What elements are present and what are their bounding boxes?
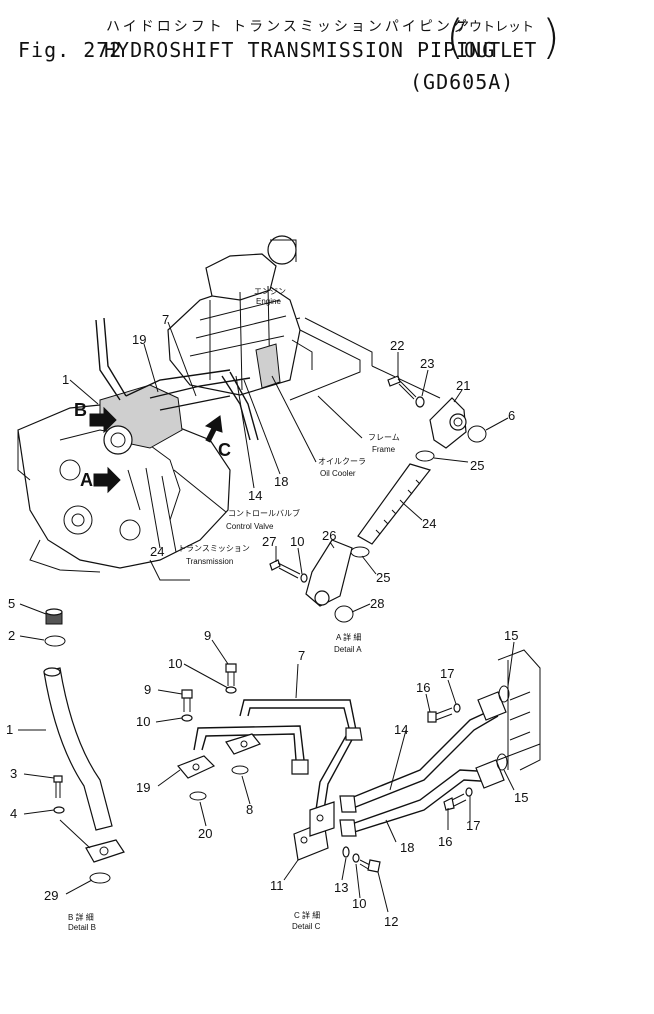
control-valve-label: Control Valve <box>226 522 274 531</box>
control-valve-label-jp: コントロールバルブ <box>228 508 300 518</box>
detail-b-illustration <box>43 608 125 884</box>
callout-21: 21 <box>456 378 470 393</box>
callout-25-lower: 25 <box>376 570 390 585</box>
callout-23: 23 <box>420 356 434 371</box>
callout-5: 5 <box>8 596 15 611</box>
figure-title: HYDROSHIFT TRANSMISSION PIPING <box>104 38 496 62</box>
callout-27: 27 <box>262 534 276 549</box>
detail-a-caption-jp: A 詳 細 <box>336 632 361 642</box>
callout-19-detail-c: 19 <box>136 780 150 795</box>
callout-1-main: 1 <box>62 372 69 387</box>
detail-c-caption: Detail C <box>292 922 321 931</box>
detail-a-caption: Detail A <box>334 645 362 654</box>
main-callout-leaders <box>69 321 363 553</box>
callout-10-lower: 10 <box>136 714 150 729</box>
right-bracket: ) <box>542 10 560 64</box>
callout-17-lower: 17 <box>466 818 480 833</box>
main-assembly-illustration <box>17 235 441 581</box>
callout-1-detail-b: 1 <box>6 722 13 737</box>
callout-14-main: 14 <box>248 488 262 503</box>
callout-14-detail-c: 14 <box>394 722 408 737</box>
view-arrow-c <box>204 415 223 443</box>
callout-15-upper: 15 <box>504 628 518 643</box>
detail-c-caption-jp: C 詳 細 <box>294 910 320 920</box>
left-bracket: ( <box>446 10 464 64</box>
callout-11: 11 <box>270 878 284 893</box>
callout-25-upper: 25 <box>470 458 484 473</box>
subtitle-japanese: アウトレット <box>456 20 535 35</box>
callout-15-lower: 15 <box>514 790 528 805</box>
transmission-label: Transmission <box>186 557 233 566</box>
view-arrow-a <box>93 466 121 494</box>
view-letter-a: A <box>80 470 93 490</box>
callout-3: 3 <box>10 766 17 781</box>
callout-22: 22 <box>390 338 404 353</box>
callout-8: 8 <box>246 802 253 817</box>
model-number: (GD605A) <box>410 70 515 94</box>
callout-10-upper: 10 <box>168 656 182 671</box>
callout-17-upper: 17 <box>440 666 454 681</box>
callout-29: 29 <box>44 888 58 903</box>
callout-16-lower: 16 <box>438 834 452 849</box>
view-arrow-b <box>89 406 117 434</box>
oil-cooler-label: Oil Cooler <box>320 469 356 478</box>
callout-10-detail-c: 10 <box>352 896 366 911</box>
title-block: ハイドロシフト トランスミッションパイピング Fig. 272 HYDROSHI… <box>0 0 654 100</box>
callout-18-detail-c: 18 <box>400 840 414 855</box>
callout-9-lower: 9 <box>144 682 151 697</box>
detail-a-illustration <box>269 375 487 623</box>
transmission-label-jp: トランスミッション <box>178 544 250 553</box>
callout-19-main: 19 <box>132 332 146 347</box>
callout-18-main: 18 <box>274 474 288 489</box>
frame-label: Frame <box>372 445 396 454</box>
callout-10-detail-a: 10 <box>290 534 304 549</box>
view-letter-b: B <box>74 400 87 420</box>
japanese-title: ハイドロシフト トランスミッションパイピング <box>106 19 470 35</box>
callout-16-upper: 16 <box>416 680 430 695</box>
callout-28: 28 <box>370 596 384 611</box>
callout-24-detail-a: 24 <box>422 516 436 531</box>
callout-20: 20 <box>198 826 212 841</box>
callout-26: 26 <box>322 528 336 543</box>
detail-b-caption: Detail B <box>68 923 96 932</box>
detail-c-leaders <box>155 639 515 913</box>
detail-c-illustration <box>177 649 541 873</box>
callout-12: 12 <box>384 914 398 929</box>
callout-13: 13 <box>334 880 348 895</box>
detail-b-caption-jp: B 詳 細 <box>68 912 94 922</box>
callout-7-main: 7 <box>162 312 169 327</box>
figure-number: Fig. 272 <box>18 38 123 62</box>
callout-24-main: 24 <box>150 544 164 559</box>
frame-label-jp: フレーム <box>368 433 400 442</box>
callout-9-upper: 9 <box>204 628 211 643</box>
detail-b-leaders <box>18 603 93 895</box>
callout-2: 2 <box>8 628 15 643</box>
view-letter-c: C <box>218 440 231 460</box>
callout-7-detail-c: 7 <box>298 648 305 663</box>
subtitle: OUTLET <box>464 38 537 62</box>
callout-6: 6 <box>508 408 515 423</box>
oil-cooler-label-jp: オイルクーラ <box>318 457 366 466</box>
detail-a-leaders <box>275 352 509 613</box>
engine-label-jp: エンジン <box>254 287 286 296</box>
callout-4: 4 <box>10 806 17 821</box>
engine-label: Engine <box>256 297 281 306</box>
